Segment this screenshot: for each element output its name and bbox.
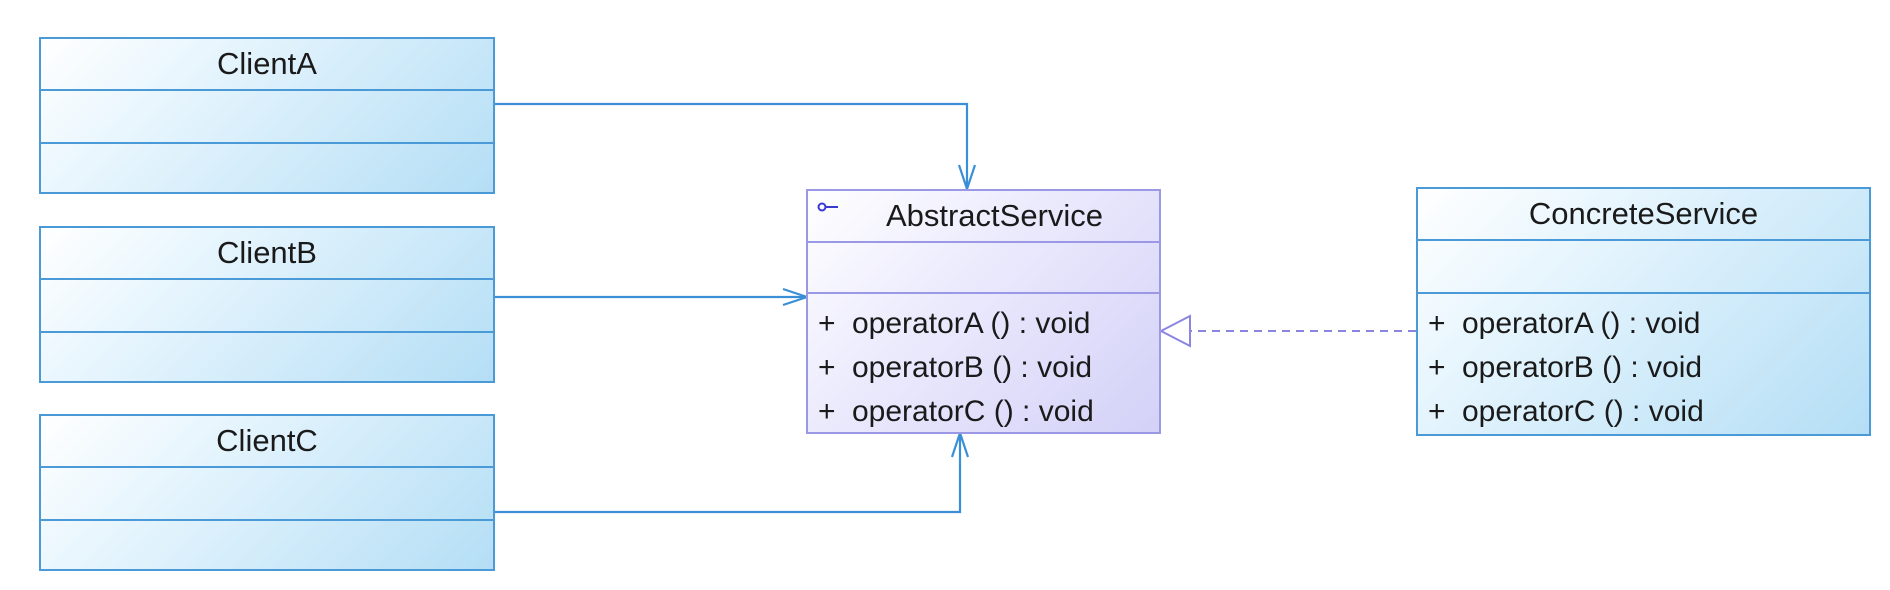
- operation-row[interactable]: + operatorC () : void: [1418, 390, 1869, 434]
- operation-signature: operatorC () : void: [1462, 395, 1704, 428]
- realization-arrowhead: [1158, 314, 1191, 348]
- arrowhead-clienta: [957, 164, 977, 193]
- class-abstractservice[interactable]: AbstractService + operatorA () : void + …: [806, 189, 1161, 434]
- operation-row[interactable]: + operatorC () : void: [808, 390, 1159, 434]
- operation-signature: operatorA () : void: [1462, 307, 1701, 340]
- class-abstractservice-title: AbstractService: [885, 198, 1104, 233]
- operation-row[interactable]: + operatorB () : void: [1418, 346, 1869, 390]
- class-clientc[interactable]: ClientC: [39, 414, 495, 571]
- class-abstractservice-attributes: [808, 243, 1159, 294]
- visibility-marker: +: [818, 395, 836, 428]
- association-clienta-to-abstractservice: [494, 102, 969, 188]
- association-clientc-to-abstractservice: [494, 434, 962, 514]
- operation-signature: operatorC () : void: [852, 395, 1094, 428]
- operation-signature: operatorB () : void: [852, 351, 1093, 384]
- class-clienta-name: ClientA: [41, 39, 493, 91]
- class-clientb-attributes: [41, 280, 493, 333]
- visibility-marker: +: [818, 351, 836, 384]
- class-clienta[interactable]: ClientA: [39, 37, 495, 194]
- class-concreteservice[interactable]: ConcreteService + operatorA () : void + …: [1416, 187, 1871, 436]
- class-clientb-name: ClientB: [41, 228, 493, 280]
- class-clientc-name: ClientC: [41, 416, 493, 468]
- class-clientc-operations: [41, 521, 493, 569]
- class-abstractservice-operations: + operatorA () : void + operatorB () : v…: [808, 294, 1159, 434]
- visibility-marker: +: [1428, 307, 1446, 340]
- operation-row[interactable]: + operatorA () : void: [808, 302, 1159, 346]
- class-clientb[interactable]: ClientB: [39, 226, 495, 383]
- class-concreteservice-attributes: [1418, 241, 1869, 294]
- class-clienta-attributes: [41, 91, 493, 144]
- abstract-class-icon: [817, 202, 838, 212]
- operation-signature: operatorB () : void: [1462, 351, 1703, 384]
- arrowhead-clientb: [782, 287, 811, 307]
- class-clientb-operations: [41, 333, 493, 381]
- arrowhead-clientc: [950, 429, 970, 458]
- visibility-marker: +: [1428, 395, 1446, 428]
- operation-signature: operatorA () : void: [852, 307, 1091, 340]
- class-concreteservice-operations: + operatorA () : void + operatorB () : v…: [1418, 294, 1869, 434]
- operation-row[interactable]: + operatorA () : void: [1418, 302, 1869, 346]
- class-concreteservice-name: ConcreteService: [1418, 189, 1869, 241]
- visibility-marker: +: [818, 307, 836, 340]
- visibility-marker: +: [1428, 351, 1446, 384]
- operation-row[interactable]: + operatorB () : void: [808, 346, 1159, 390]
- class-clienta-operations: [41, 144, 493, 192]
- class-abstractservice-name: AbstractService: [808, 191, 1159, 243]
- class-clientc-attributes: [41, 468, 493, 521]
